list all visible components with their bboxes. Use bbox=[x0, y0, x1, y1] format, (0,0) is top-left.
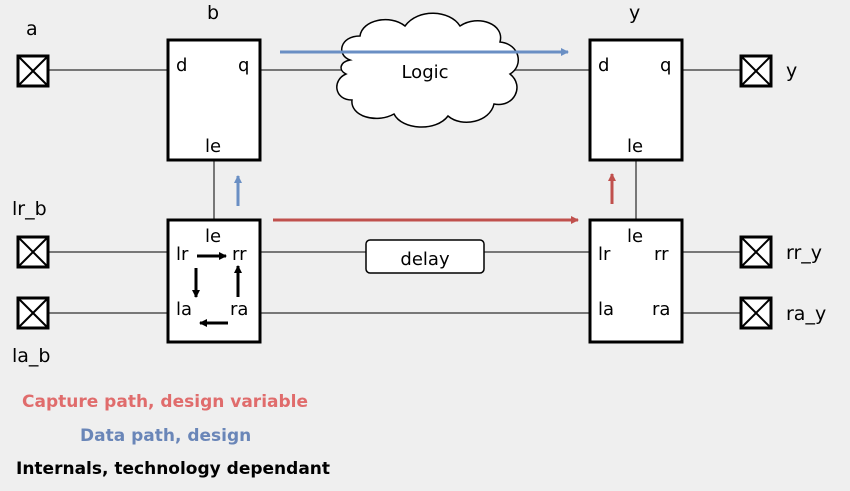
register-y-d-pin: d bbox=[598, 55, 609, 76]
logic-label: Logic bbox=[401, 62, 448, 83]
controller-y-le-pin: le bbox=[627, 226, 643, 247]
controller-y-lr-pin: lr bbox=[598, 244, 611, 265]
register-y-le-pin: le bbox=[627, 136, 643, 157]
register-b-q-pin: q bbox=[238, 55, 249, 76]
controller-y-la-pin: la bbox=[598, 299, 614, 320]
controller-b-lr-pin: lr bbox=[176, 244, 189, 265]
controller-b-ra-pin: ra bbox=[230, 299, 248, 320]
controller-b[interactable]: le lr rr la ra bbox=[166, 218, 262, 344]
port-la-b-label: la_b bbox=[12, 345, 50, 367]
port-rr-y-icon[interactable] bbox=[739, 235, 773, 269]
controller-b-la-pin: la bbox=[176, 299, 192, 320]
delay-element[interactable]: delay bbox=[365, 239, 485, 274]
port-ra-y-label: ra_y bbox=[786, 303, 826, 325]
controller-y-ra-pin: ra bbox=[652, 299, 670, 320]
legend-internals: Internals, technology dependant bbox=[16, 459, 331, 479]
logic-cloud[interactable]: Logic bbox=[336, 12, 520, 128]
port-la-b-icon[interactable] bbox=[16, 296, 50, 330]
legend-data-path: Data path, design bbox=[80, 426, 252, 446]
port-a-icon[interactable] bbox=[16, 54, 50, 88]
controller-y[interactable]: le lr rr la ra bbox=[588, 218, 684, 344]
register-b-title: b bbox=[207, 2, 219, 24]
register-y-q-pin: q bbox=[660, 55, 671, 76]
delay-label: delay bbox=[400, 249, 450, 270]
register-y[interactable]: y d q le bbox=[588, 2, 684, 162]
port-lr-b-icon[interactable] bbox=[16, 235, 50, 269]
register-y-title: y bbox=[629, 2, 640, 24]
wires bbox=[48, 69, 741, 314]
register-b[interactable]: b d q le bbox=[166, 2, 262, 162]
port-y-icon[interactable] bbox=[739, 54, 773, 88]
port-lr-b-label: lr_b bbox=[12, 198, 47, 220]
legend-capture-path: Capture path, design variable bbox=[22, 392, 309, 412]
port-rr-y-label: rr_y bbox=[786, 242, 822, 264]
controller-y-rr-pin: rr bbox=[654, 244, 669, 265]
port-ra-y-icon[interactable] bbox=[739, 296, 773, 330]
port-a-label: a bbox=[26, 18, 38, 40]
controller-b-le-pin: le bbox=[205, 226, 221, 247]
register-b-le-pin: le bbox=[205, 136, 221, 157]
port-y-label: y bbox=[786, 60, 797, 82]
register-b-d-pin: d bbox=[176, 55, 187, 76]
controller-b-rr-pin: rr bbox=[232, 244, 247, 265]
